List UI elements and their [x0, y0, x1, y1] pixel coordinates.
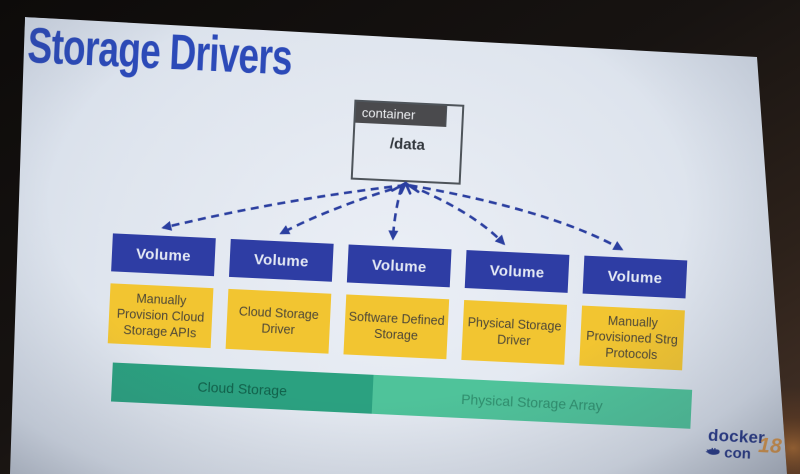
driver-box: Physical Storage Driver: [461, 300, 568, 365]
volume-box: Volume: [464, 250, 570, 293]
volume-box: Volume: [111, 233, 216, 277]
driver-box: Software Defined Storage: [343, 294, 450, 360]
storage-segment-cloud: Cloud Storage: [110, 362, 374, 414]
drivers-row: Manually Provision Cloud Storage APIs Cl…: [107, 283, 685, 371]
volume-box: Volume: [228, 238, 334, 282]
slide: Storage Drivers container /data: [0, 17, 800, 474]
driver-box: Manually Provisioned Strg Protocols: [579, 305, 685, 371]
driver-box: Manually Provision Cloud Storage APIs: [107, 283, 214, 349]
docker-whale-icon: [705, 447, 720, 455]
container-header: container: [355, 101, 447, 127]
logo-con-text: con: [723, 444, 752, 463]
logo-year: 18: [757, 434, 783, 459]
container-notch: [445, 105, 463, 128]
mount-path: /data: [389, 135, 426, 154]
slide-title: Storage Drivers: [26, 17, 294, 86]
storage-segment-physical: Physical Storage Array: [371, 374, 693, 429]
dockercon-logo: docker con 18: [695, 426, 782, 463]
volume-box: Volume: [346, 244, 452, 288]
driver-box: Cloud Storage Driver: [225, 288, 332, 354]
container-box: container /data: [350, 99, 465, 185]
storage-bar: Cloud Storage Physical Storage Array: [110, 362, 693, 429]
volume-box: Volume: [582, 255, 688, 299]
